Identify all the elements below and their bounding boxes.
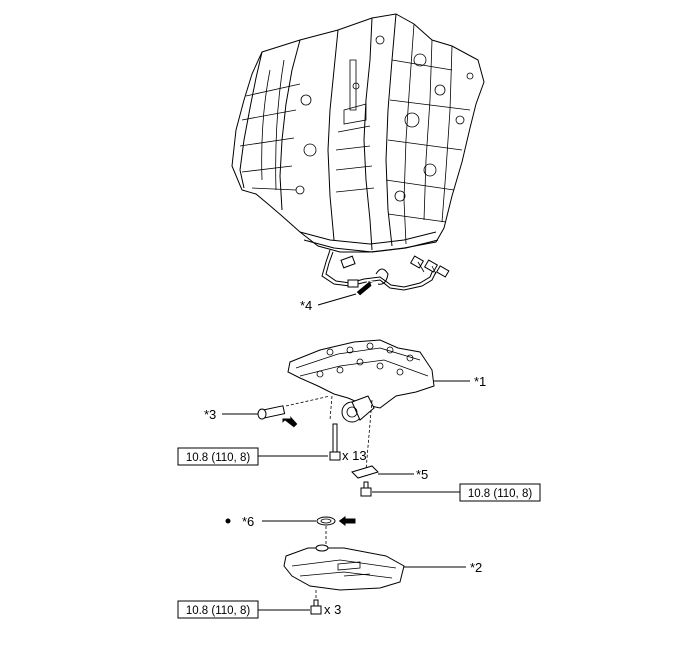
torque-box-1	[177, 447, 259, 466]
oil-strainer	[283, 544, 405, 591]
callout-4: *4	[300, 298, 312, 313]
bolt-icon	[329, 423, 341, 461]
o-ring	[316, 516, 336, 526]
bolt-icon	[360, 481, 372, 497]
callout-2: *2	[470, 560, 482, 575]
arrow-icon	[337, 514, 357, 528]
quantity-3: x 3	[324, 602, 341, 617]
callout-1: *1	[474, 374, 486, 389]
quantity-13: x 13	[342, 448, 367, 463]
callout-6: *6	[242, 514, 254, 529]
callout-3: *3	[204, 407, 216, 422]
torque-box-2	[459, 483, 541, 502]
wire-harness	[321, 249, 450, 291]
callout-5: *5	[416, 467, 428, 482]
arrow-icon	[355, 279, 379, 297]
torque-box-3	[177, 600, 259, 619]
torque-value-1: 10.8 (110, 8)	[186, 452, 251, 464]
detent-spring-plate	[351, 465, 379, 479]
valve-body	[287, 339, 435, 423]
arrow-icon	[281, 413, 299, 429]
torque-value-3: 10.8 (110, 8)	[186, 605, 251, 617]
bolt-icon	[310, 599, 322, 615]
detent-pin	[257, 405, 286, 420]
dot-icon	[225, 518, 231, 524]
torque-value-2: 10.8 (110, 8)	[468, 488, 533, 500]
transaxle-assembly	[231, 13, 485, 253]
